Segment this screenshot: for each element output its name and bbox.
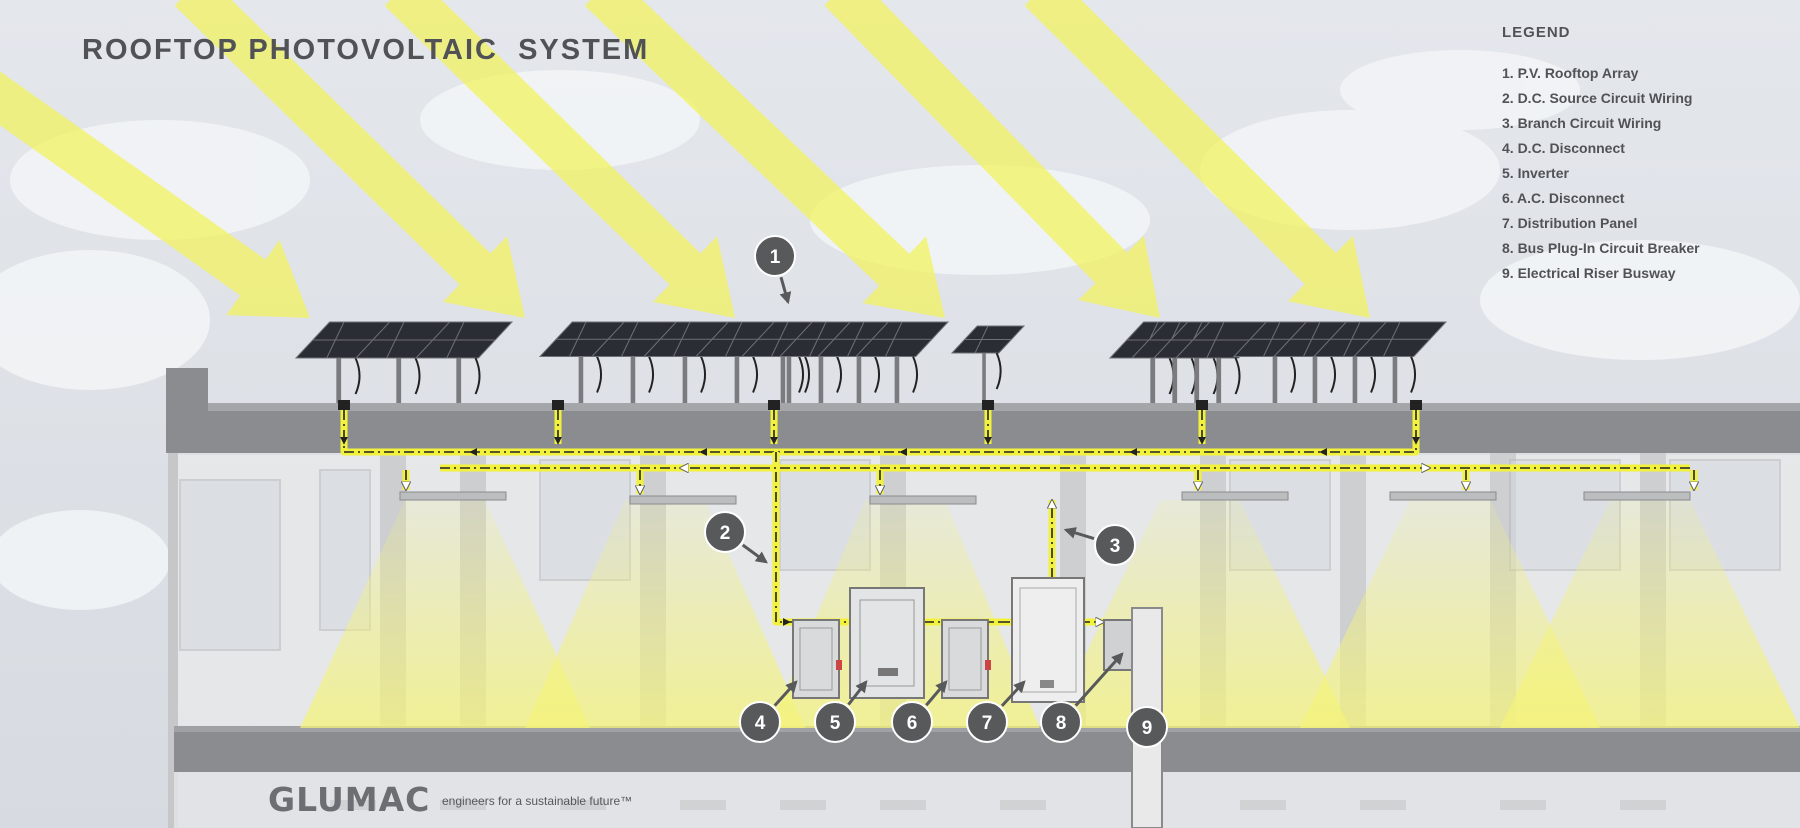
combiner-box	[552, 400, 564, 410]
legend-item-riser-busway: 9. Electrical Riser Busway	[1502, 265, 1676, 281]
light-fixture	[1389, 491, 1497, 501]
legend: LEGEND 1. P.V. Rooftop Array 2. D.C. Sou…	[1502, 24, 1700, 286]
legend-item-inverter: 5. Inverter	[1502, 165, 1569, 181]
lower-fixture	[560, 800, 606, 810]
lower-fixture	[1620, 800, 1666, 810]
combiner-box	[1196, 400, 1208, 410]
legend-item-ac-disconnect: 6. A.C. Disconnect	[1502, 190, 1625, 206]
callout-number: 9	[1142, 718, 1153, 739]
light-fixture	[869, 495, 977, 505]
callout-number: 4	[755, 713, 766, 734]
callout-number: 1	[770, 247, 781, 268]
callout-number: 5	[830, 713, 841, 734]
solar-panel	[590, 321, 686, 403]
light-fixture	[399, 491, 507, 501]
callout-6: 6	[891, 680, 948, 743]
lower-fixture	[440, 800, 486, 810]
callout-1: 1	[754, 235, 796, 305]
inverter	[849, 587, 925, 699]
sunlight-rays	[0, 0, 1370, 318]
combiner-box	[338, 400, 350, 410]
solar-panel	[354, 321, 454, 403]
ac-disconnect	[941, 619, 991, 699]
window	[179, 479, 281, 651]
light-fixtures	[330, 491, 1691, 810]
light-fixture	[1181, 491, 1289, 501]
legend-item-branch-wiring: 3. Branch Circuit Wiring	[1502, 115, 1662, 131]
combiner-box	[1410, 400, 1422, 410]
lower-fixture	[1500, 800, 1546, 810]
legend-item-dc-disconnect: 4. D.C. Disconnect	[1502, 140, 1625, 156]
callout-number: 2	[720, 523, 731, 544]
sun-ray	[174, 0, 525, 318]
sun-ray	[584, 0, 945, 318]
callout-5: 5	[814, 680, 868, 743]
legend-item-distribution-panel: 7. Distribution Panel	[1502, 215, 1638, 231]
callout-number: 6	[907, 713, 918, 734]
solar-panel	[950, 325, 1026, 403]
lower-fixture	[680, 800, 726, 810]
legend-title: LEGEND	[1502, 24, 1571, 41]
lower-fixture	[1240, 800, 1286, 810]
clouds	[0, 50, 1800, 610]
combiner-box	[768, 400, 780, 410]
roof-slab	[166, 409, 1800, 453]
solar-panel	[414, 321, 514, 403]
callout-2: 2	[704, 511, 768, 564]
callout-8: 8	[1040, 652, 1124, 743]
glumac-logo: GLUMAC	[268, 780, 431, 819]
light-fixture	[1583, 491, 1691, 501]
callout-7: 7	[966, 680, 1026, 743]
pv-rooftop-array	[294, 321, 1448, 410]
brand-tagline: engineers for a sustainable future™	[442, 794, 633, 808]
solar-panel	[1352, 321, 1448, 403]
solar-panel	[294, 321, 394, 403]
lower-fixture	[880, 800, 926, 810]
callout-number: 7	[982, 713, 993, 734]
light-fixture	[629, 495, 737, 505]
callout-3: 3	[1063, 524, 1136, 566]
callout-number: 3	[1110, 536, 1121, 557]
exterior-wall	[168, 453, 178, 828]
light-cone	[1300, 500, 1600, 728]
legend-item-bus-plug-in-breaker: 8. Bus Plug-In Circuit Breaker	[1502, 240, 1700, 256]
legend-item-pv-array: 1. P.V. Rooftop Array	[1502, 65, 1639, 81]
lower-fixture	[1000, 800, 1046, 810]
solar-panel	[854, 321, 950, 403]
sun-ray	[1024, 0, 1370, 318]
callout-4: 4	[739, 680, 798, 743]
lower-fixture	[1360, 800, 1406, 810]
sun-ray	[0, 71, 310, 318]
sun-ray	[824, 0, 1160, 318]
dc-source-circuit-drop	[775, 452, 791, 626]
diagram-title: ROOFTOP PHOTOVOLTAIC SYSTEM	[82, 34, 650, 66]
light-cone	[525, 500, 805, 728]
sun-ray	[384, 0, 735, 318]
roof-slab-top	[208, 403, 1800, 411]
combiner-box	[982, 400, 994, 410]
bus-plug-in-breaker	[1103, 619, 1133, 671]
callout-9: 9	[1126, 706, 1168, 748]
callouts: 1 2 3 4 5 6 7 8 9	[704, 235, 1168, 748]
lower-fixture	[330, 800, 376, 810]
callout-number: 8	[1056, 713, 1067, 734]
lower-fixture	[780, 800, 826, 810]
dc-disconnect	[792, 619, 842, 699]
roof-parapet	[166, 368, 208, 412]
light-cone	[300, 500, 590, 728]
legend-item-dc-source-wiring: 2. D.C. Source Circuit Wiring	[1502, 90, 1693, 106]
light-cone	[1500, 500, 1800, 728]
